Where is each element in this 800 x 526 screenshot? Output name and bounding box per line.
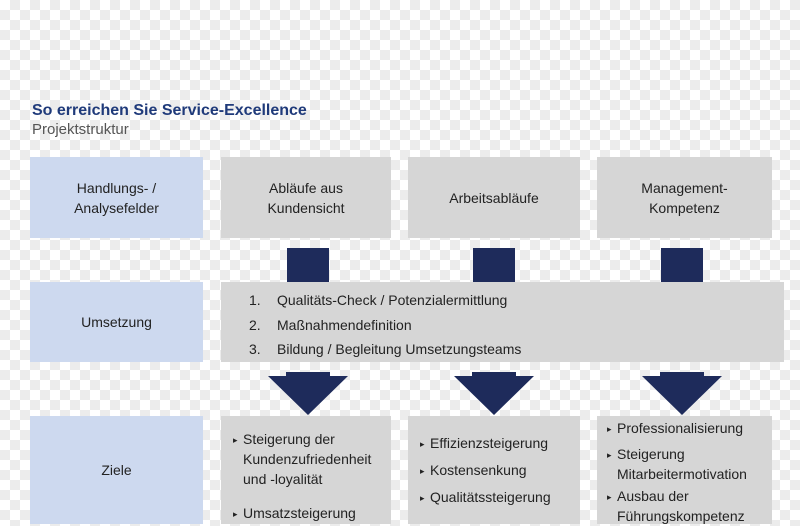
goal-item: ▸ Kostensenkung xyxy=(420,460,580,481)
connector-square xyxy=(287,248,329,282)
step-item: 1. Qualitäts-Check / Potenzialermittlung xyxy=(249,288,521,313)
goals-list: ▸ Professionalisierung ▸ Steigerung Mitarb… xyxy=(607,418,772,526)
row-label-handlungsfelder: Handlungs- / Analysefelder xyxy=(30,157,203,238)
bullet-arrow-icon: ▸ xyxy=(607,450,612,460)
goals-list: ▸ Effizienzsteigerung ▸ Kostensenkung ▸ Qua… xyxy=(420,433,580,508)
row-label-ziele-text: Ziele xyxy=(101,462,132,478)
goal-text: Umsatzsteigerung xyxy=(243,505,356,521)
step-number: 2. xyxy=(249,316,261,333)
row-label-handlungsfelder-text: Handlungs- / Analysefelder xyxy=(74,179,159,216)
row-label-umsetzung-text: Umsetzung xyxy=(81,314,152,330)
step-number: 3. xyxy=(249,341,261,358)
bullet-arrow-icon: ▸ xyxy=(420,439,425,449)
goal-text: Professionalisierung xyxy=(617,420,744,436)
row-label-ziele: Ziele xyxy=(30,416,203,524)
umsetzung-steps-panel: 1.Qualitäts-Check / Potenzialermittlung … xyxy=(221,282,784,362)
column-header-kundensicht: Abläufe aus Kundensicht xyxy=(221,157,391,238)
goal-text: Steigerung der Kundenzufriedenheit und -… xyxy=(243,431,372,487)
step-item: 3. Bildung / Begleitung Umsetzungsteams xyxy=(249,337,521,362)
steps-list: 1.Qualitäts-Check / Potenzialermittlung … xyxy=(249,288,521,362)
bullet-arrow-icon: ▸ xyxy=(420,493,425,503)
step-item: 2. Maßnahmendefinition xyxy=(249,313,521,338)
goal-item: ▸ Effizienzsteigerung xyxy=(420,433,580,454)
diagram-subtitle: Projektstruktur xyxy=(32,121,129,138)
goal-text: Ausbau der Führungskompetenz xyxy=(617,488,745,524)
step-text: Maßnahmendefinition xyxy=(277,316,412,333)
bullet-arrow-icon: ▸ xyxy=(233,509,238,519)
connector-square xyxy=(473,248,515,282)
bullet-arrow-icon: ▸ xyxy=(607,492,612,502)
row-label-umsetzung: Umsetzung xyxy=(30,282,203,362)
column-header-management: Management-Kompetenz xyxy=(597,157,772,238)
down-arrow-icon xyxy=(268,372,348,415)
goal-text: Steigerung Mitarbeitermotivation xyxy=(617,446,747,482)
bullet-arrow-icon: ▸ xyxy=(233,435,238,445)
connector-square xyxy=(661,248,703,282)
goals-arbeitsablaeufe: ▸ Effizienzsteigerung ▸ Kostensenkung ▸ Qua… xyxy=(408,416,580,524)
goal-item: ▸ Ausbau der Führungskompetenz xyxy=(607,486,772,526)
column-header-arbeitsablaeufe-text: Arbeitsabläufe xyxy=(449,189,539,206)
goals-management: ▸ Professionalisierung ▸ Steigerung Mitarb… xyxy=(597,416,772,524)
goal-item: ▸ Steigerung der Kundenzufriedenheit und … xyxy=(233,429,391,489)
column-header-kundensicht-text: Abläufe aus Kundensicht xyxy=(267,179,345,216)
goals-list: ▸ Steigerung der Kundenzufriedenheit und … xyxy=(233,429,391,524)
diagram-title: So erreichen Sie Service-Excellence xyxy=(32,102,307,119)
down-arrow-icon xyxy=(642,372,722,415)
goal-item: ▸ Qualitätssteigerung xyxy=(420,487,580,508)
step-text: Qualitäts-Check / Potenzialermittlung xyxy=(277,292,508,309)
goal-text: Kostensenkung xyxy=(430,462,527,478)
step-number: 1. xyxy=(249,292,261,309)
down-arrow-icon xyxy=(454,372,534,415)
goal-item: ▸ Steigerung Mitarbeitermotivation xyxy=(607,444,772,484)
goal-text: Effizienzsteigerung xyxy=(430,435,549,451)
goal-text: Qualitätssteigerung xyxy=(430,489,551,505)
bullet-arrow-icon: ▸ xyxy=(607,424,612,434)
goal-item: ▸ Professionalisierung xyxy=(607,418,772,439)
column-header-arbeitsablaeufe: Arbeitsabläufe xyxy=(408,157,580,238)
goal-item: ▸ Umsatzsteigerung xyxy=(233,503,391,524)
column-header-management-text: Management-Kompetenz xyxy=(641,179,728,216)
goals-kundensicht: ▸ Steigerung der Kundenzufriedenheit und … xyxy=(221,416,391,524)
step-text: Bildung / Begleitung Umsetzungsteams xyxy=(277,341,522,358)
bullet-arrow-icon: ▸ xyxy=(420,466,425,476)
